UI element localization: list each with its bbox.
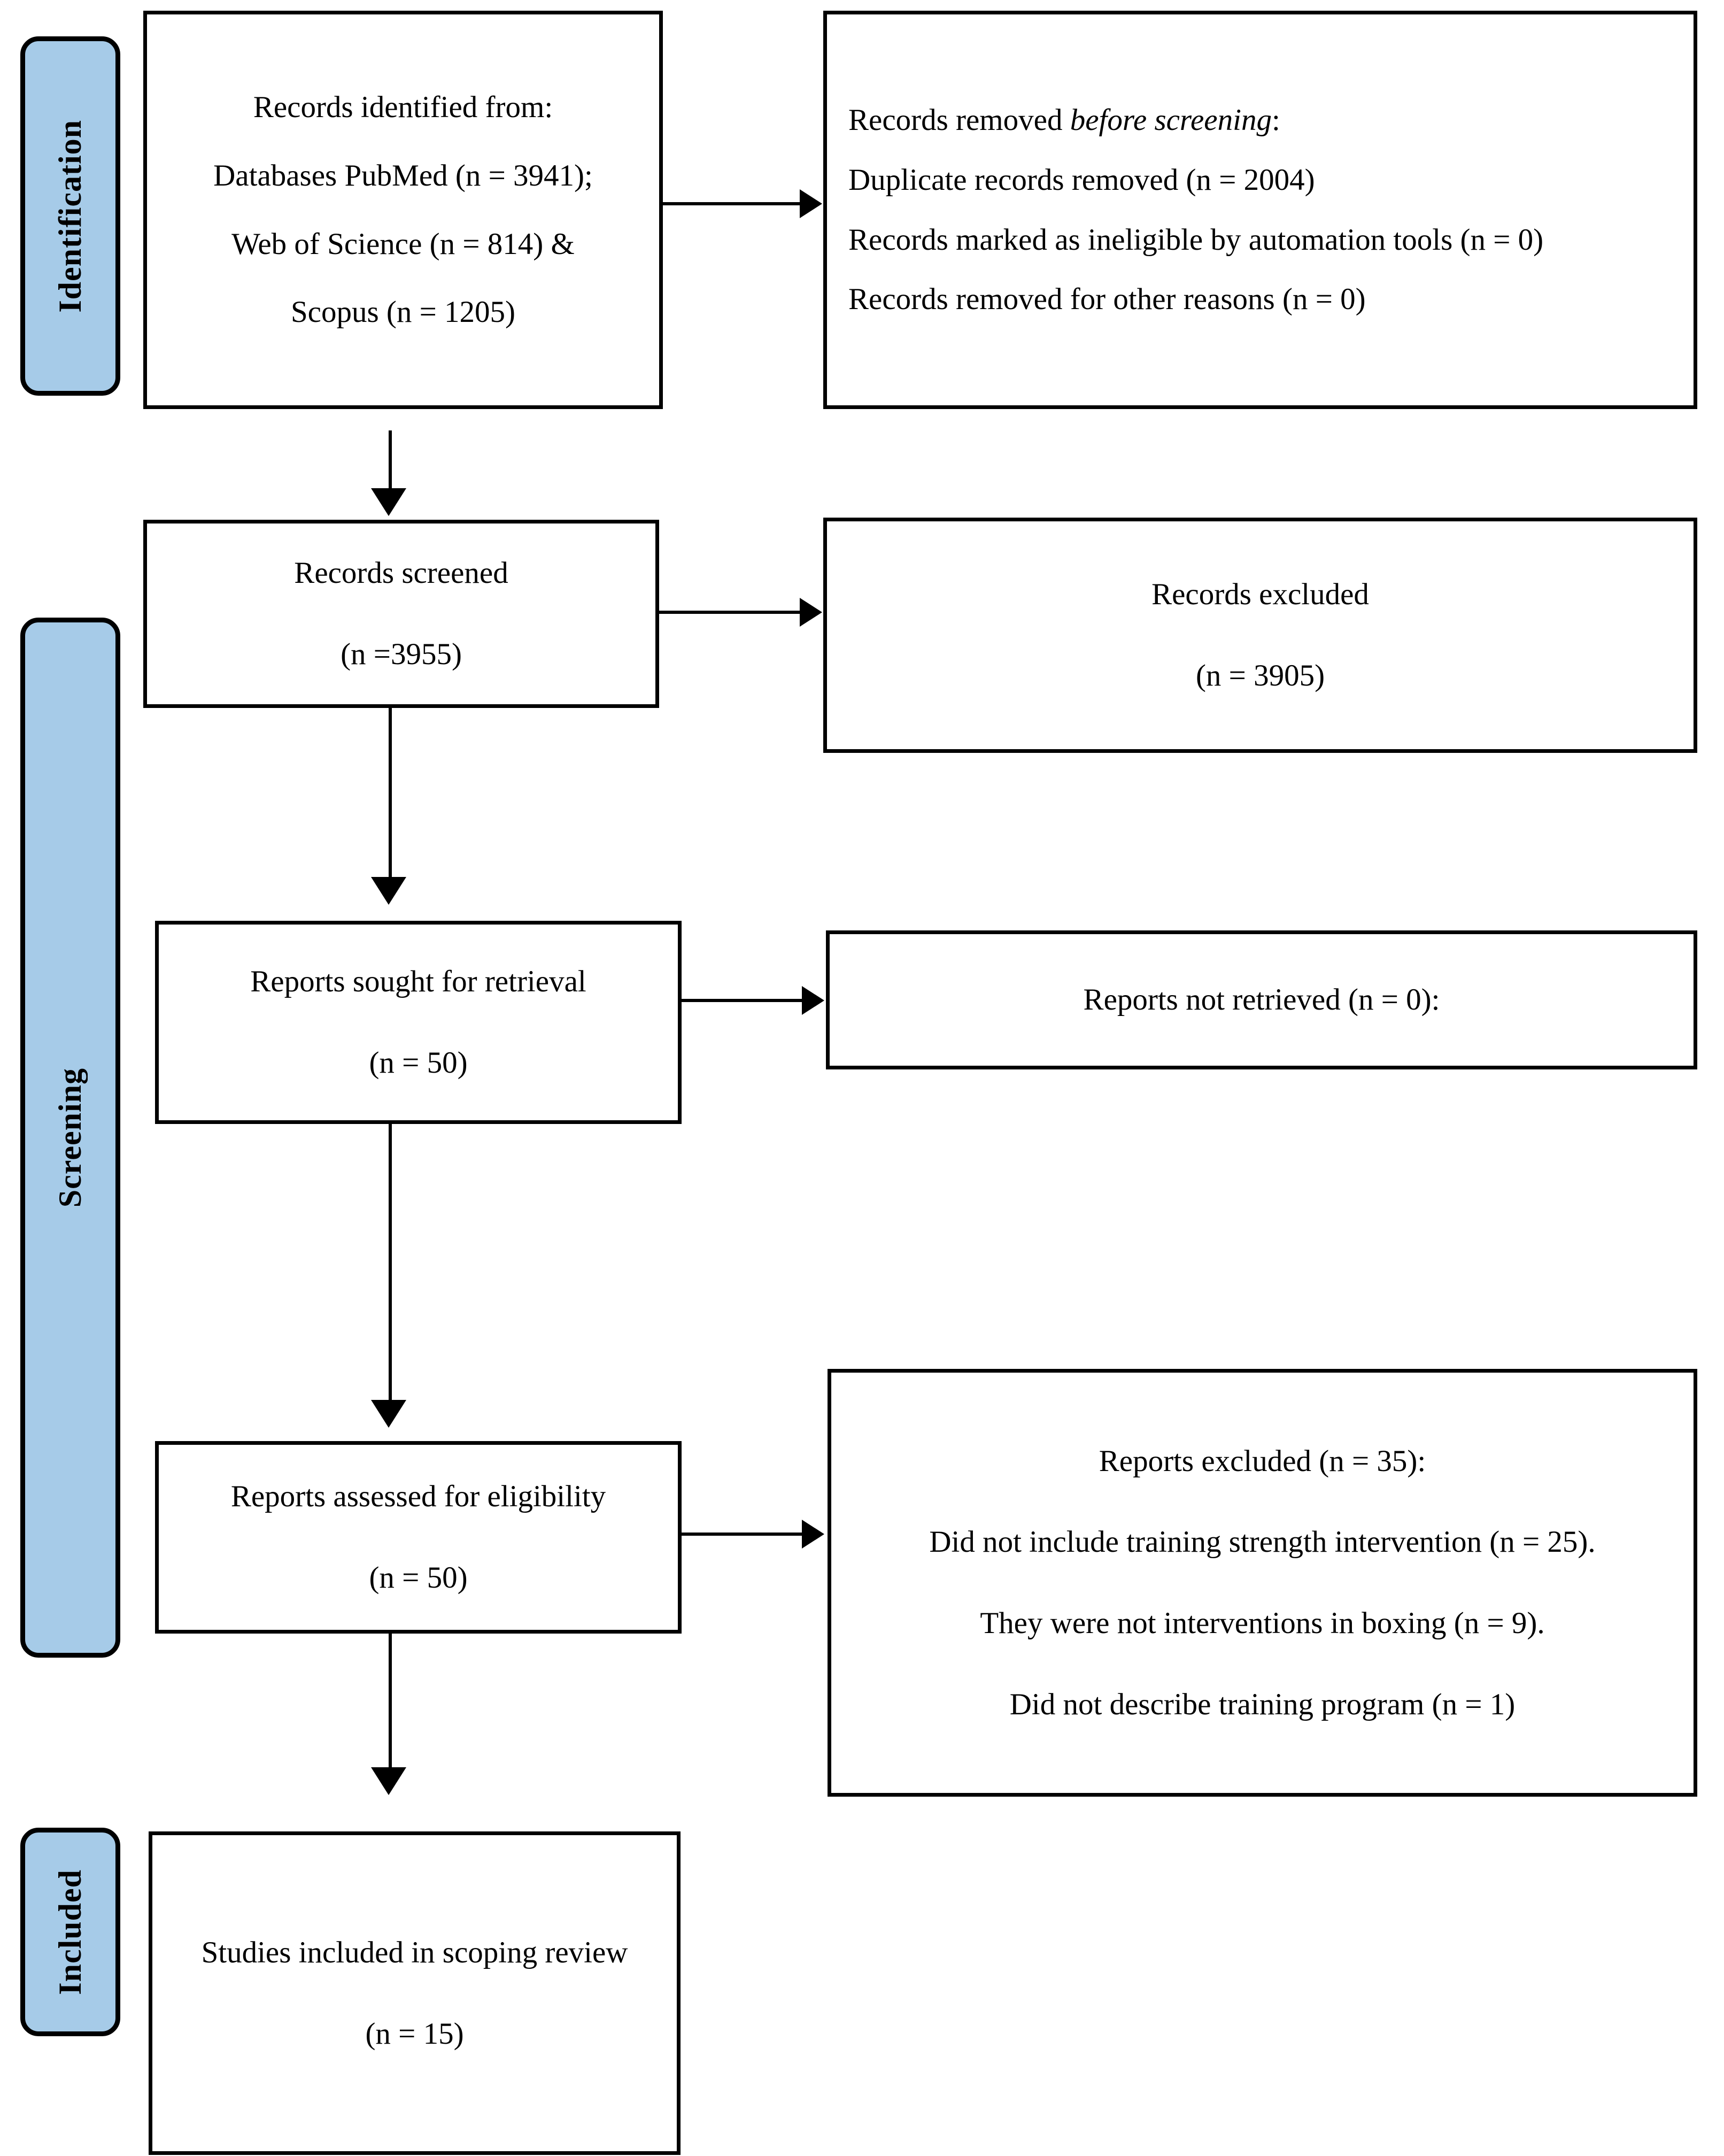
arrow-assessed-to-included-line (389, 1634, 392, 1774)
reports-assessed-line-1: Reports assessed for eligibility (230, 1480, 606, 1514)
box-records-screened: Records screened (n =3955) (143, 520, 659, 708)
stage-label-identification: Identification (52, 119, 88, 313)
arrow-identified-to-screened-line (389, 430, 392, 495)
records-screened-line-2: (n =3955) (341, 637, 462, 671)
records-removed-heading-prefix: Records removed (848, 103, 1070, 137)
box-records-excluded: Records excluded (n = 3905) (823, 518, 1697, 753)
box-reports-not-retrieved: Reports not retrieved (n = 0): (826, 930, 1697, 1069)
stage-label-included: Included (52, 1869, 88, 1995)
studies-included-line-2: (n = 15) (365, 2016, 464, 2051)
records-removed-heading: Records removed before screening: (848, 103, 1280, 138)
records-excluded-line-1: Records excluded (1151, 578, 1369, 612)
reports-excluded-line-3: They were not interventions in boxing (n… (980, 1606, 1545, 1640)
box-records-identified: Records identified from: Databases PubMe… (143, 11, 663, 409)
stage-label-screening: Screening (52, 1067, 88, 1208)
reports-not-retrieved-line-1: Reports not retrieved (n = 0): (1083, 983, 1440, 1017)
arrow-identified-to-removed-line (663, 202, 801, 205)
studies-included-line-1: Studies included in scoping review (201, 1935, 628, 1969)
reports-excluded-line-1: Reports excluded (n = 35): (1099, 1444, 1426, 1478)
arrow-sought-to-assessed-line (389, 1124, 392, 1406)
records-removed-heading-suffix: : (1271, 103, 1280, 137)
stage-tab-included: Included (20, 1828, 120, 2036)
arrow-identified-to-removed-head (800, 189, 822, 218)
records-screened-line-1: Records screened (294, 556, 508, 590)
box-studies-included: Studies included in scoping review (n = … (149, 1831, 681, 2155)
box-reports-sought: Reports sought for retrieval (n = 50) (155, 921, 682, 1124)
arrow-sought-to-assessed-head (371, 1400, 406, 1428)
records-identified-line-4: Scopus (n = 1205) (290, 295, 516, 329)
reports-excluded-line-2: Did not include training strength interv… (929, 1525, 1596, 1559)
stage-tab-screening: Screening (20, 618, 120, 1658)
arrow-screened-to-sought-line (389, 708, 392, 884)
records-excluded-line-2: (n = 3905) (1195, 659, 1325, 692)
arrow-sought-to-not-retrieved-line (682, 999, 803, 1002)
records-identified-line-3: Web of Science (n = 814) & (231, 227, 575, 261)
records-identified-line-2: Databases PubMed (n = 3941); (213, 158, 593, 192)
records-removed-line-3: Records removed for other reasons (n = 0… (848, 282, 1366, 317)
arrow-screened-to-sought-head (371, 877, 406, 905)
arrow-assessed-to-excluded-head (802, 1520, 824, 1549)
arrow-sought-to-not-retrieved-head (802, 986, 824, 1015)
records-identified-line-1: Records identified from: (253, 90, 553, 125)
stage-tab-identification: Identification (20, 36, 120, 396)
arrow-screened-to-excluded-line (659, 611, 801, 614)
reports-sought-line-1: Reports sought for retrieval (250, 965, 586, 999)
records-removed-heading-italic: before screening (1070, 103, 1272, 137)
arrow-assessed-to-included-head (371, 1767, 406, 1795)
records-removed-line-1: Duplicate records removed (n = 2004) (848, 163, 1315, 197)
reports-assessed-line-2: (n = 50) (369, 1561, 468, 1595)
arrow-assessed-to-excluded-line (682, 1533, 803, 1536)
box-reports-assessed: Reports assessed for eligibility (n = 50… (155, 1441, 682, 1634)
arrow-identified-to-screened-head (371, 488, 406, 516)
reports-excluded-line-4: Did not describe training program (n = 1… (1009, 1687, 1516, 1721)
box-records-removed: Records removed before screening: Duplic… (823, 11, 1697, 409)
reports-sought-line-2: (n = 50) (369, 1046, 468, 1080)
box-reports-excluded: Reports excluded (n = 35): Did not inclu… (828, 1369, 1697, 1797)
arrow-screened-to-excluded-head (800, 598, 822, 627)
records-removed-line-2: Records marked as ineligible by automati… (848, 222, 1544, 257)
